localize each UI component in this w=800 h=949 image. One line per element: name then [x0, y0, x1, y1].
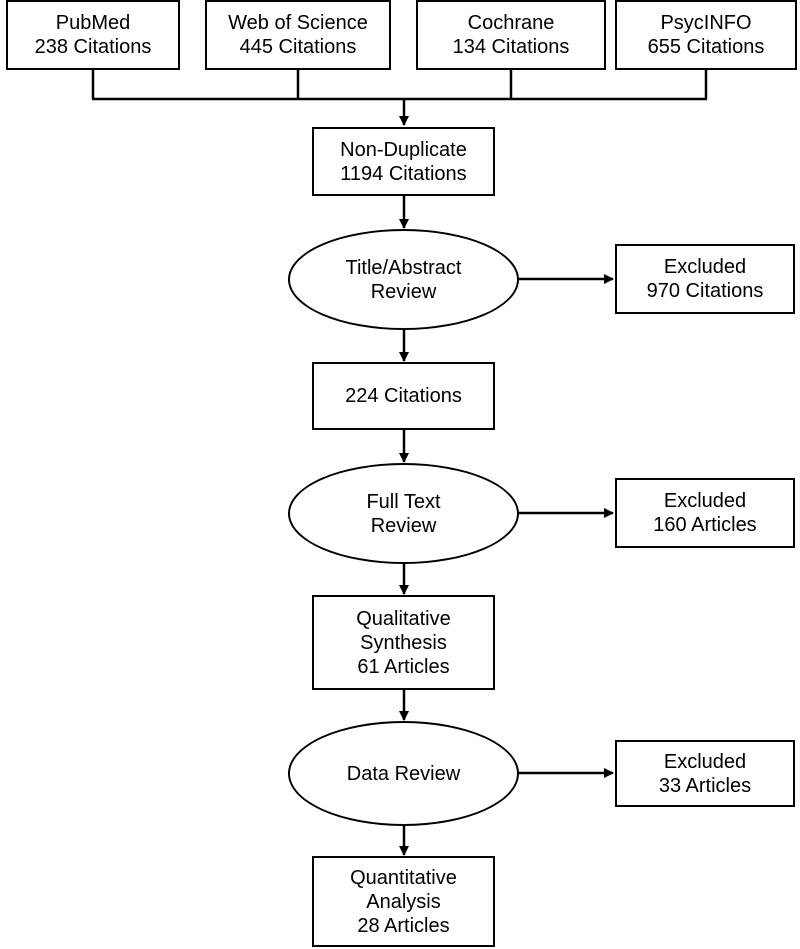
data-review-ellipse: Data Review	[288, 721, 519, 826]
source-count: 238 Citations	[34, 36, 152, 58]
box-line: Synthesis	[360, 631, 447, 654]
box-line: Non-Duplicate	[340, 138, 467, 161]
box-line: Quantitative	[350, 866, 457, 889]
excluded-box-970: Excluded 970 Citations	[615, 244, 795, 314]
non-duplicate-box: Non-Duplicate 1194 Citations	[312, 127, 495, 196]
box-line: 61 Articles	[357, 655, 450, 678]
excluded-box-160: Excluded 160 Articles	[615, 478, 795, 548]
ellipse-line: Review	[370, 514, 437, 537]
source-name: PsycINFO	[660, 12, 752, 34]
box-line: 1194 Citations	[340, 162, 467, 185]
box-line: Excluded	[663, 256, 747, 278]
source-box-pubmed: PubMed 238 Citations	[6, 0, 180, 70]
box-line: 970 Citations	[646, 280, 764, 302]
box-line: Qualitative	[356, 607, 451, 630]
source-box-psycinfo: PsycINFO 655 Citations	[615, 0, 797, 70]
quantitative-analysis-box: Quantitative Analysis 28 Articles	[312, 856, 495, 947]
source-count: 134 Citations	[452, 36, 570, 58]
qualitative-synthesis-box: Qualitative Synthesis 61 Articles	[312, 595, 495, 690]
box-line: 160 Articles	[653, 514, 757, 536]
ellipse-line: Full Text	[366, 490, 441, 513]
ellipse-line: Title/Abstract	[345, 256, 462, 279]
source-box-cochrane: Cochrane 134 Citations	[416, 0, 606, 70]
excluded-box-33: Excluded 33 Articles	[615, 740, 795, 807]
title-abstract-review-ellipse: Title/Abstract Review	[288, 229, 519, 330]
box-line: Excluded	[663, 490, 747, 512]
box-line: Analysis	[366, 890, 441, 913]
box-line: 33 Articles	[658, 774, 752, 797]
source-count: 655 Citations	[647, 36, 765, 58]
source-name: Web of Science	[228, 12, 368, 34]
box-line: Excluded	[663, 750, 747, 773]
source-name: PubMed	[55, 12, 131, 34]
source-count: 445 Citations	[239, 36, 357, 58]
citations-224-box: 224 Citations	[312, 362, 495, 430]
ellipse-line: Review	[370, 280, 437, 303]
source-box-web-of-science: Web of Science 445 Citations	[205, 0, 391, 70]
box-line: 28 Articles	[357, 914, 450, 937]
full-text-review-ellipse: Full Text Review	[288, 463, 519, 564]
box-line: 224 Citations	[345, 385, 462, 407]
source-name: Cochrane	[467, 12, 555, 34]
ellipse-line: Data Review	[346, 762, 461, 785]
